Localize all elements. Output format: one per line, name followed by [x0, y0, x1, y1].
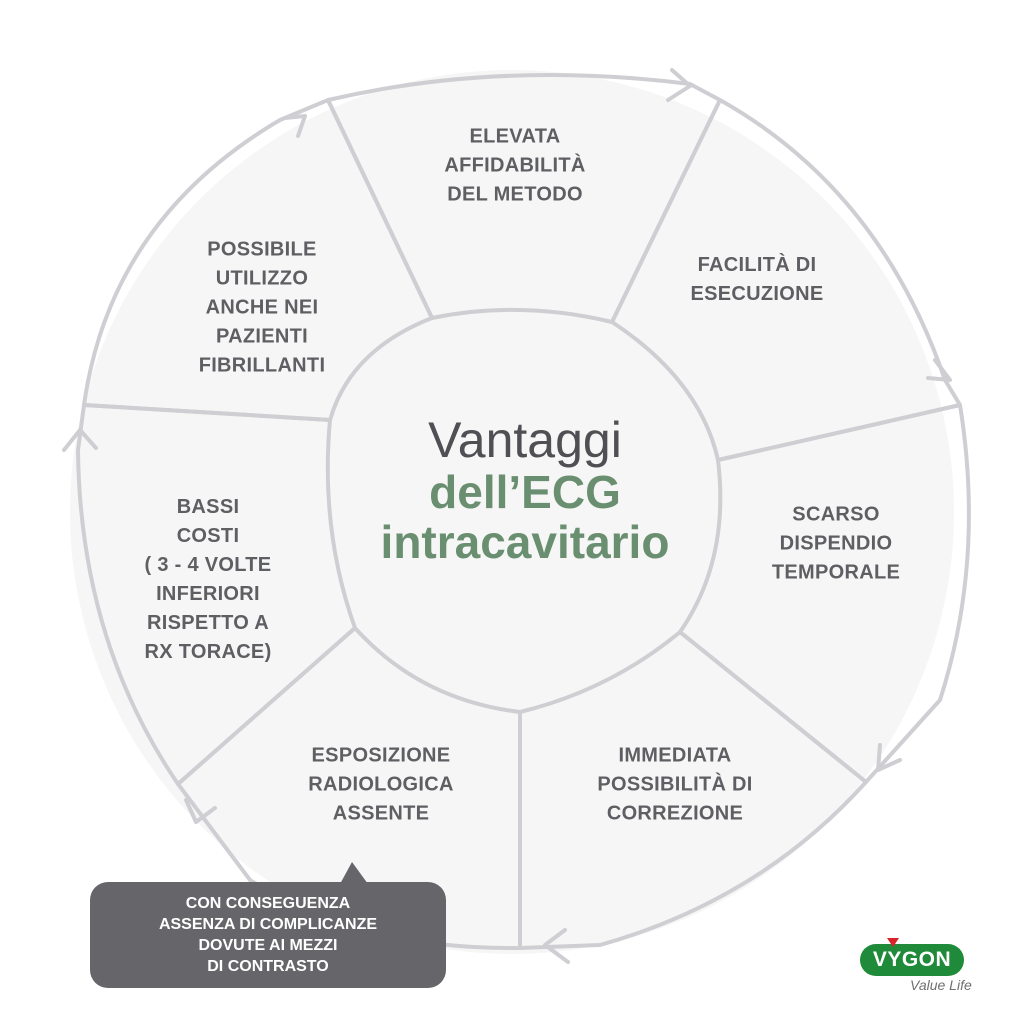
- center-title-line3: intracavitario: [380, 516, 670, 568]
- background-circle: [70, 70, 954, 954]
- vygon-logo: VYGON Value Life: [858, 938, 982, 998]
- callout-box: CON CONSEGUENZA ASSENZA DI COMPLICANZE D…: [90, 882, 446, 988]
- segment-text-correzione: IMMEDIATA POSSIBILITÀ DI CORREZIONE: [597, 744, 753, 825]
- center-title-line1: Vantaggi: [428, 412, 622, 468]
- center-title: Vantaggi dell’ECG intracavitario: [381, 413, 670, 567]
- center-title-line2: dell’ECG: [429, 466, 621, 518]
- segment-text-dispendio: SCARSO DISPENDIO TEMPORALE: [771, 503, 901, 584]
- segment-outline-1: [326, 73, 722, 324]
- segment-text-facilita: FACILITÀ DI ESECUZIONE: [690, 254, 824, 305]
- segment-outline-4: [518, 630, 868, 950]
- segment-outline-3: [678, 403, 971, 784]
- cycle-arrow-icon-7: [283, 114, 307, 138]
- segment-text-affidabilita: ELEVATA AFFIDABILITÀ DEL METODO: [444, 125, 586, 206]
- logo-tagline: Value Life: [910, 977, 972, 993]
- segment-text-costi: BASSI COSTI ( 3 - 4 VOLTE INFERIORI RISP…: [144, 496, 272, 663]
- cycle-arrow-icon-1: [666, 68, 692, 102]
- logo-wordmark: VYGON: [860, 944, 964, 976]
- cycle-arrow-icon-3: [876, 743, 902, 772]
- cycle-arrow-icon-2: [926, 358, 952, 382]
- logo-triangle-icon: [887, 938, 899, 947]
- segment-text-esposizione: ESPOSIZIONE RADIOLOGICA ASSENTE: [308, 744, 454, 825]
- segment-text-fibrillanti: POSSIBILE UTILIZZO ANCHE NEI PAZIENTI FI…: [198, 238, 326, 377]
- cycle-arrow-icon-6: [62, 428, 98, 452]
- segment-outline-6: [76, 403, 357, 786]
- cycle-arrow-icon-4: [543, 928, 570, 964]
- segment-outline-7: [82, 98, 434, 422]
- cycle-arrow-icon-5: [184, 798, 217, 824]
